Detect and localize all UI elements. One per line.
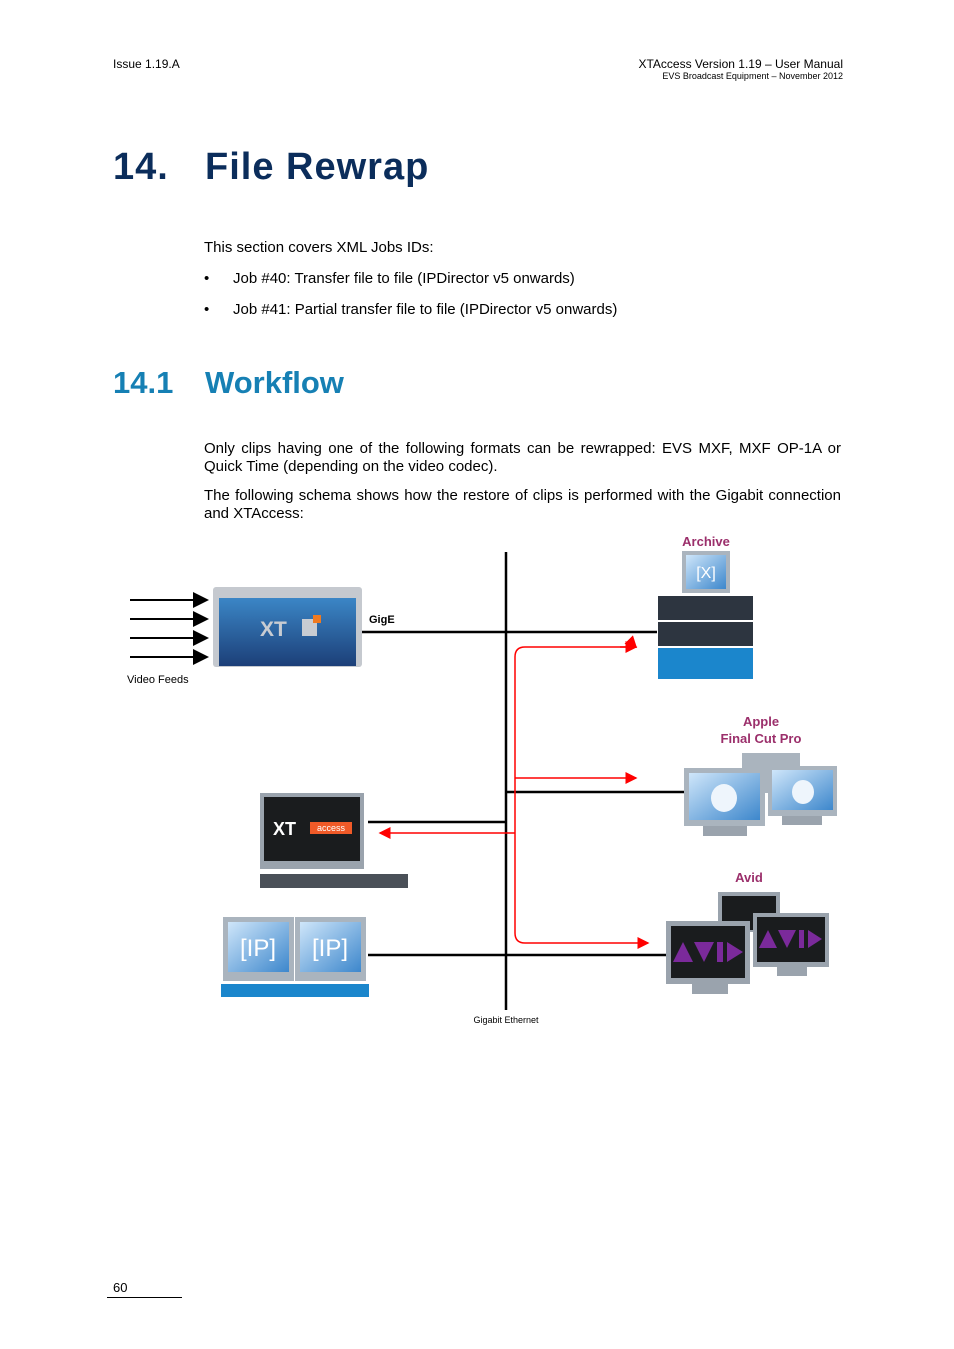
restore-flow-arrows bbox=[378, 641, 650, 949]
page-number: 60 bbox=[113, 1280, 128, 1295]
svg-text:XT: XT bbox=[273, 819, 296, 839]
section-heading: 14.1 Workflow bbox=[113, 365, 344, 401]
network-lines bbox=[362, 552, 684, 1010]
gige-label: GigE bbox=[369, 614, 395, 626]
avid-workstations-icon bbox=[666, 892, 829, 994]
chapter-title: File Rewrap bbox=[205, 146, 430, 188]
xt-server-icon: XT bbox=[213, 587, 362, 667]
header-manual-title: XTAccess Version 1.19 – User Manual bbox=[638, 57, 843, 71]
apple-label-line2: Final Cut Pro bbox=[721, 731, 802, 746]
ipdirector-workstations-icon: [IP] [IP] bbox=[221, 917, 369, 997]
svg-text:[X]: [X] bbox=[696, 565, 716, 582]
section-title: Workflow bbox=[205, 365, 344, 400]
apple-label-line1: Apple bbox=[743, 714, 779, 729]
gigabit-ethernet-label: Gigabit Ethernet bbox=[473, 1015, 539, 1025]
chapter-heading: 14. File Rewrap bbox=[113, 146, 428, 189]
xtaccess-server-icon: XT access bbox=[260, 793, 408, 888]
footer-rule bbox=[107, 1297, 182, 1298]
archive-label: Archive bbox=[682, 534, 730, 549]
header-manual: XTAccess Version 1.19 – User Manual EVS … bbox=[638, 57, 843, 82]
header-manual-subtitle: EVS Broadcast Equipment – November 2012 bbox=[662, 71, 843, 81]
bullet-dot: • bbox=[204, 270, 210, 287]
chapter-number: 14. bbox=[113, 146, 169, 188]
svg-text:XT: XT bbox=[260, 618, 287, 641]
svg-text:[IP]: [IP] bbox=[312, 935, 348, 962]
avid-label: Avid bbox=[735, 870, 763, 885]
video-feed-arrows bbox=[130, 592, 209, 665]
header-issue: Issue 1.19.A bbox=[113, 57, 180, 71]
svg-text:access: access bbox=[317, 823, 346, 833]
body-paragraph-1: Only clips having one of the following f… bbox=[204, 440, 841, 475]
archive-server-icon: [X] bbox=[658, 551, 753, 679]
section-number: 14.1 bbox=[113, 365, 174, 400]
intro-text: This section covers XML Jobs IDs: bbox=[204, 239, 434, 256]
svg-text:[IP]: [IP] bbox=[240, 935, 276, 962]
video-feeds-label: Video Feeds bbox=[127, 674, 189, 686]
bullet-dot: • bbox=[204, 301, 210, 318]
body-paragraph-2: The following schema shows how the resto… bbox=[204, 487, 841, 522]
apple-workstations-icon bbox=[684, 753, 837, 836]
